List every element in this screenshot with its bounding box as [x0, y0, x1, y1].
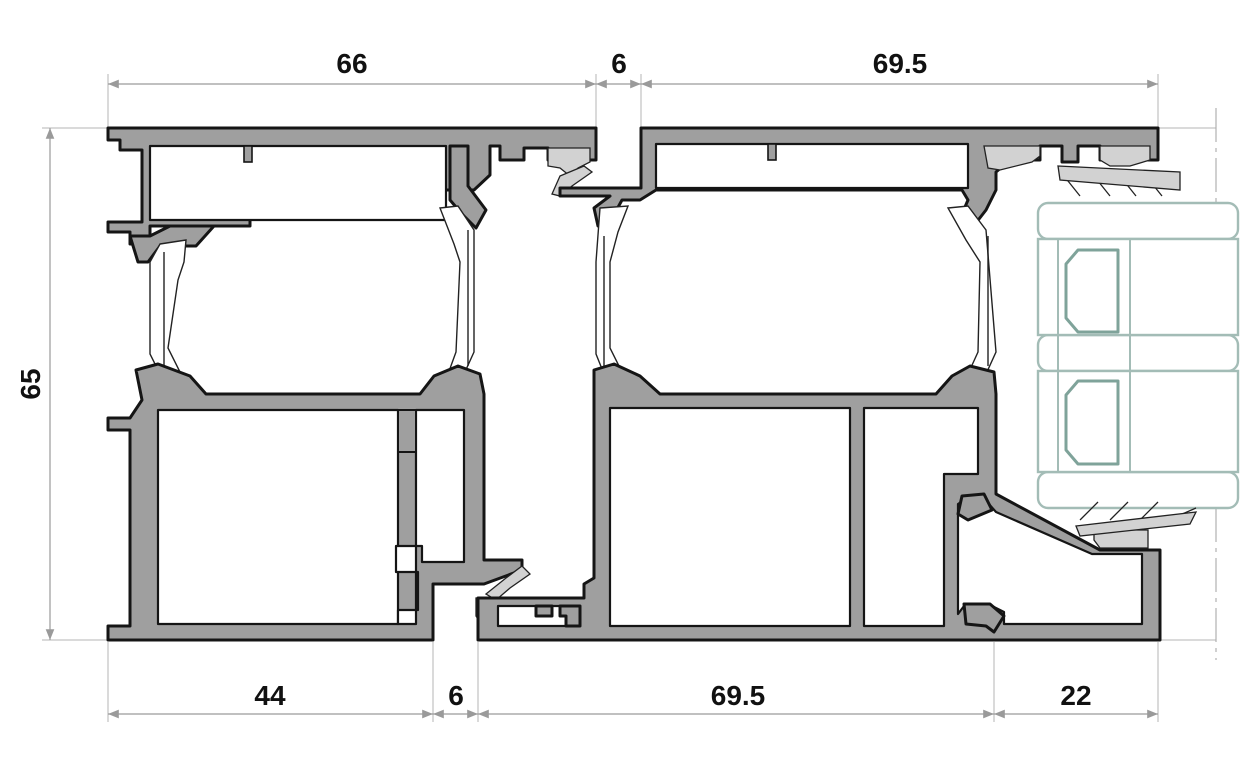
dim-bottom-middle: 69.5	[711, 680, 766, 711]
dim-top-gap: 6	[611, 48, 627, 79]
dim-left-height: 65	[15, 368, 46, 399]
dim-bottom-right: 22	[1060, 680, 1091, 711]
left-frame-profile	[106, 126, 598, 642]
glazing-unit	[1036, 201, 1240, 510]
dim-top-left: 66	[336, 48, 367, 79]
right-sash-profile	[476, 126, 1198, 642]
dim-top-right: 69.5	[873, 48, 928, 79]
dim-bottom-gap: 6	[448, 680, 464, 711]
dim-bottom-left: 44	[254, 680, 286, 711]
center-gaskets	[475, 147, 594, 629]
